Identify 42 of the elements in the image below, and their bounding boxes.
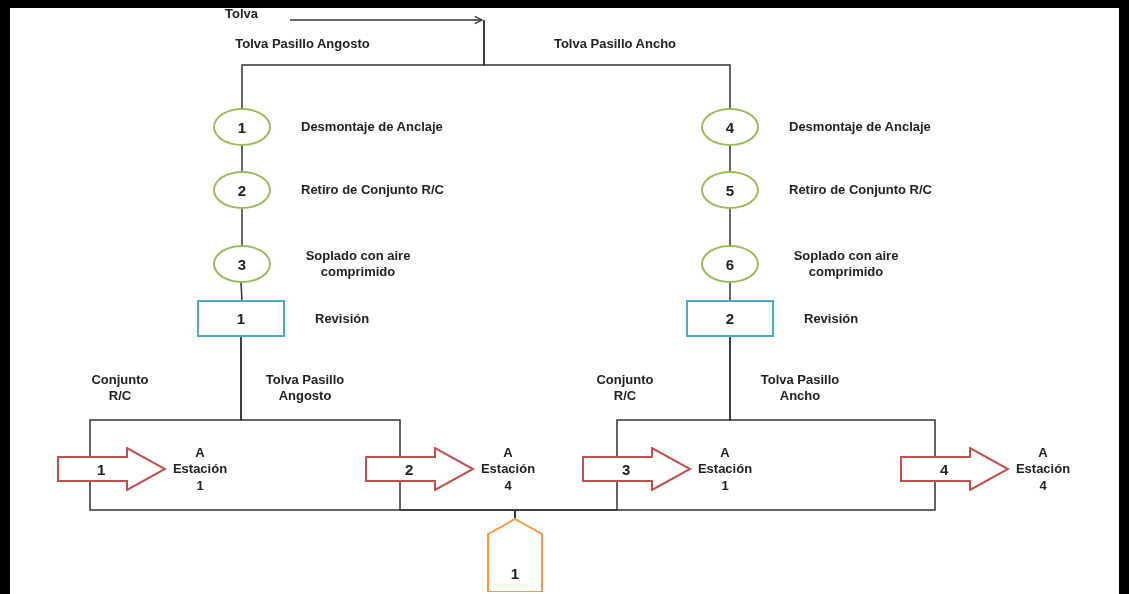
inspection-description: Revisión: [804, 310, 860, 327]
connector-line: [729, 336, 936, 458]
connector-line: [241, 145, 243, 172]
connector-line: [729, 282, 731, 301]
connector-line: [729, 208, 731, 246]
operation-circle: 3: [213, 245, 271, 283]
branch-label: Tolva Pasillo Angosto: [234, 36, 371, 53]
branch-label: Tolva Pasillo Ancho: [552, 36, 678, 53]
operation-description: Desmontaje de Anclaje: [301, 118, 444, 136]
operation-description: Desmontaje de Anclaje: [789, 118, 932, 136]
block-arrow: 4: [900, 447, 1010, 491]
destination-label: A Estación 1: [696, 444, 754, 494]
inspection-box: 1: [197, 300, 285, 337]
operation-circle: 1: [213, 108, 271, 146]
block-arrow: 3: [582, 447, 692, 491]
block-arrow: 2: [365, 447, 475, 491]
connector-line: [241, 208, 243, 246]
destination-label: A Estación 4: [1014, 444, 1072, 494]
block-arrow: 1: [57, 447, 167, 491]
operation-circle: 5: [701, 171, 759, 209]
operation-description: Retiro de Conjunto R/C: [789, 181, 933, 199]
destination-label: A Estación 4: [479, 444, 537, 494]
connector-line: [240, 336, 401, 458]
inspection-box: 2: [686, 300, 774, 337]
operation-circle: 2: [213, 171, 271, 209]
connector-line: [483, 19, 731, 109]
operation-circle: 6: [701, 245, 759, 283]
operation-description: Soplado con aire comprimido: [304, 247, 412, 281]
operation-description: Soplado con aire comprimido: [792, 247, 900, 281]
source-label: Tolva: [225, 4, 290, 22]
arrow: [289, 15, 483, 25]
connector-line: [729, 145, 731, 172]
storage-pentagon: 1: [487, 518, 543, 592]
branch-label: Conjunto R/C: [90, 372, 150, 405]
connector-line: [240, 282, 243, 301]
inspection-description: Revisión: [315, 310, 371, 327]
operation-description: Retiro de Conjunto R/C: [301, 181, 445, 199]
operation-circle: 4: [701, 108, 759, 146]
destination-label: A Estación 1: [171, 444, 229, 494]
branch-label: Tolva Pasillo Ancho: [759, 372, 841, 405]
branch-label: Conjunto R/C: [595, 372, 655, 405]
branch-label: Tolva Pasillo Angosto: [264, 372, 346, 405]
